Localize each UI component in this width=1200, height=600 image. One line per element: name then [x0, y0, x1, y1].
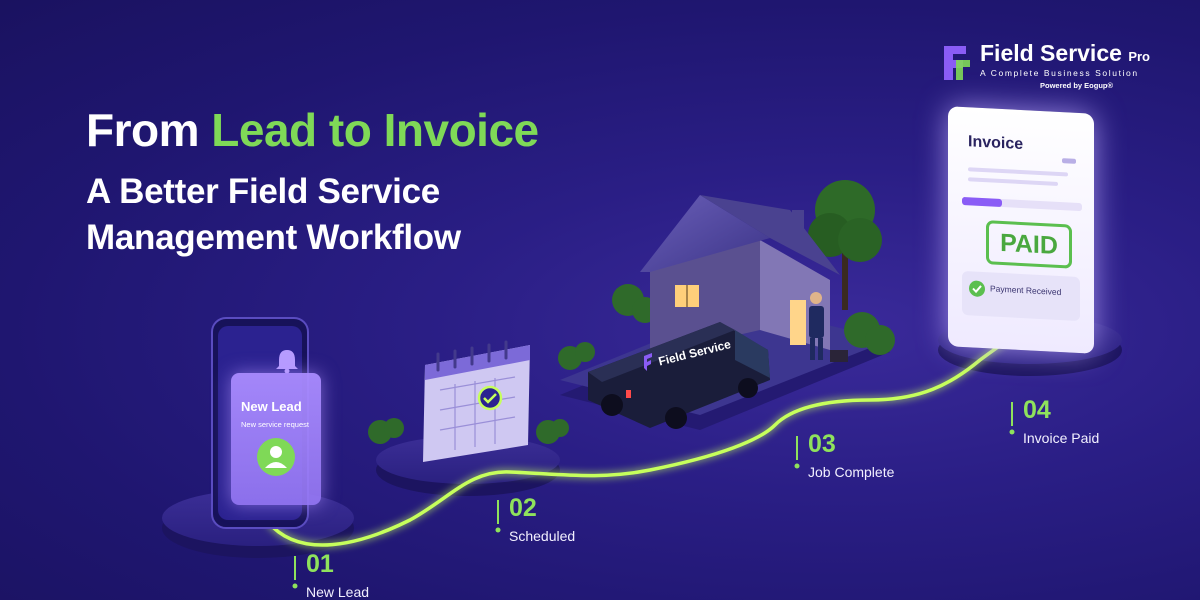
bush-icon	[368, 284, 895, 444]
step-number: 03	[808, 430, 836, 458]
bell-icon	[276, 350, 298, 374]
headline-highlight: Lead to Invoice	[211, 104, 539, 156]
brand-name: Field Service Pro	[980, 40, 1150, 67]
invoice-card: Invoice PAID Payment Received	[948, 106, 1094, 354]
step-marker	[1009, 402, 1015, 435]
brand-powered-by: Powered by Eogup®	[1040, 81, 1114, 90]
lead-card-subtitle: New service request	[241, 420, 309, 429]
step-label: Invoice Paid	[1023, 430, 1100, 446]
headline-subline-1: A Better Field Service	[86, 172, 440, 211]
van-icon	[588, 322, 770, 429]
tree-icon	[808, 180, 882, 310]
paid-stamp: PAID	[986, 220, 1072, 269]
headline: From Lead to Invoice A Better Field Serv…	[86, 103, 539, 261]
lead-card: New Lead New service request	[231, 373, 321, 505]
invoice-icon	[962, 158, 1082, 212]
headline-subtitle: A Better Field Service Management Workfl…	[86, 169, 539, 261]
lead-card-title: New Lead	[241, 399, 302, 414]
calendar-icon	[423, 340, 530, 462]
house-icon	[640, 195, 840, 355]
user-icon	[257, 438, 295, 476]
step-marker	[794, 436, 800, 469]
headline-part1: From	[86, 104, 212, 156]
technician-icon	[809, 292, 848, 362]
step-number: 02	[509, 494, 537, 522]
step-number: 04	[1023, 396, 1051, 424]
step-label: Scheduled	[509, 528, 576, 544]
headline-title: From Lead to Invoice	[86, 103, 539, 157]
brand-logo: Field Service Pro A Complete Business So…	[940, 38, 1170, 98]
brand-name-text: Field Service	[980, 40, 1122, 66]
step-marker	[292, 556, 298, 589]
logo-icon	[944, 46, 970, 80]
brand-suffix: Pro	[1128, 49, 1150, 64]
step-number: 01	[306, 550, 334, 578]
step-label: Job Complete	[808, 464, 895, 480]
brand-tagline: A Complete Business Solution	[980, 68, 1139, 78]
step-marker	[495, 500, 501, 533]
check-icon	[477, 385, 503, 411]
step-label: New Lead	[306, 584, 370, 600]
headline-subline-2: Management Workflow	[86, 218, 461, 257]
workflow-path	[266, 328, 1022, 547]
payment-check-icon	[969, 280, 985, 297]
